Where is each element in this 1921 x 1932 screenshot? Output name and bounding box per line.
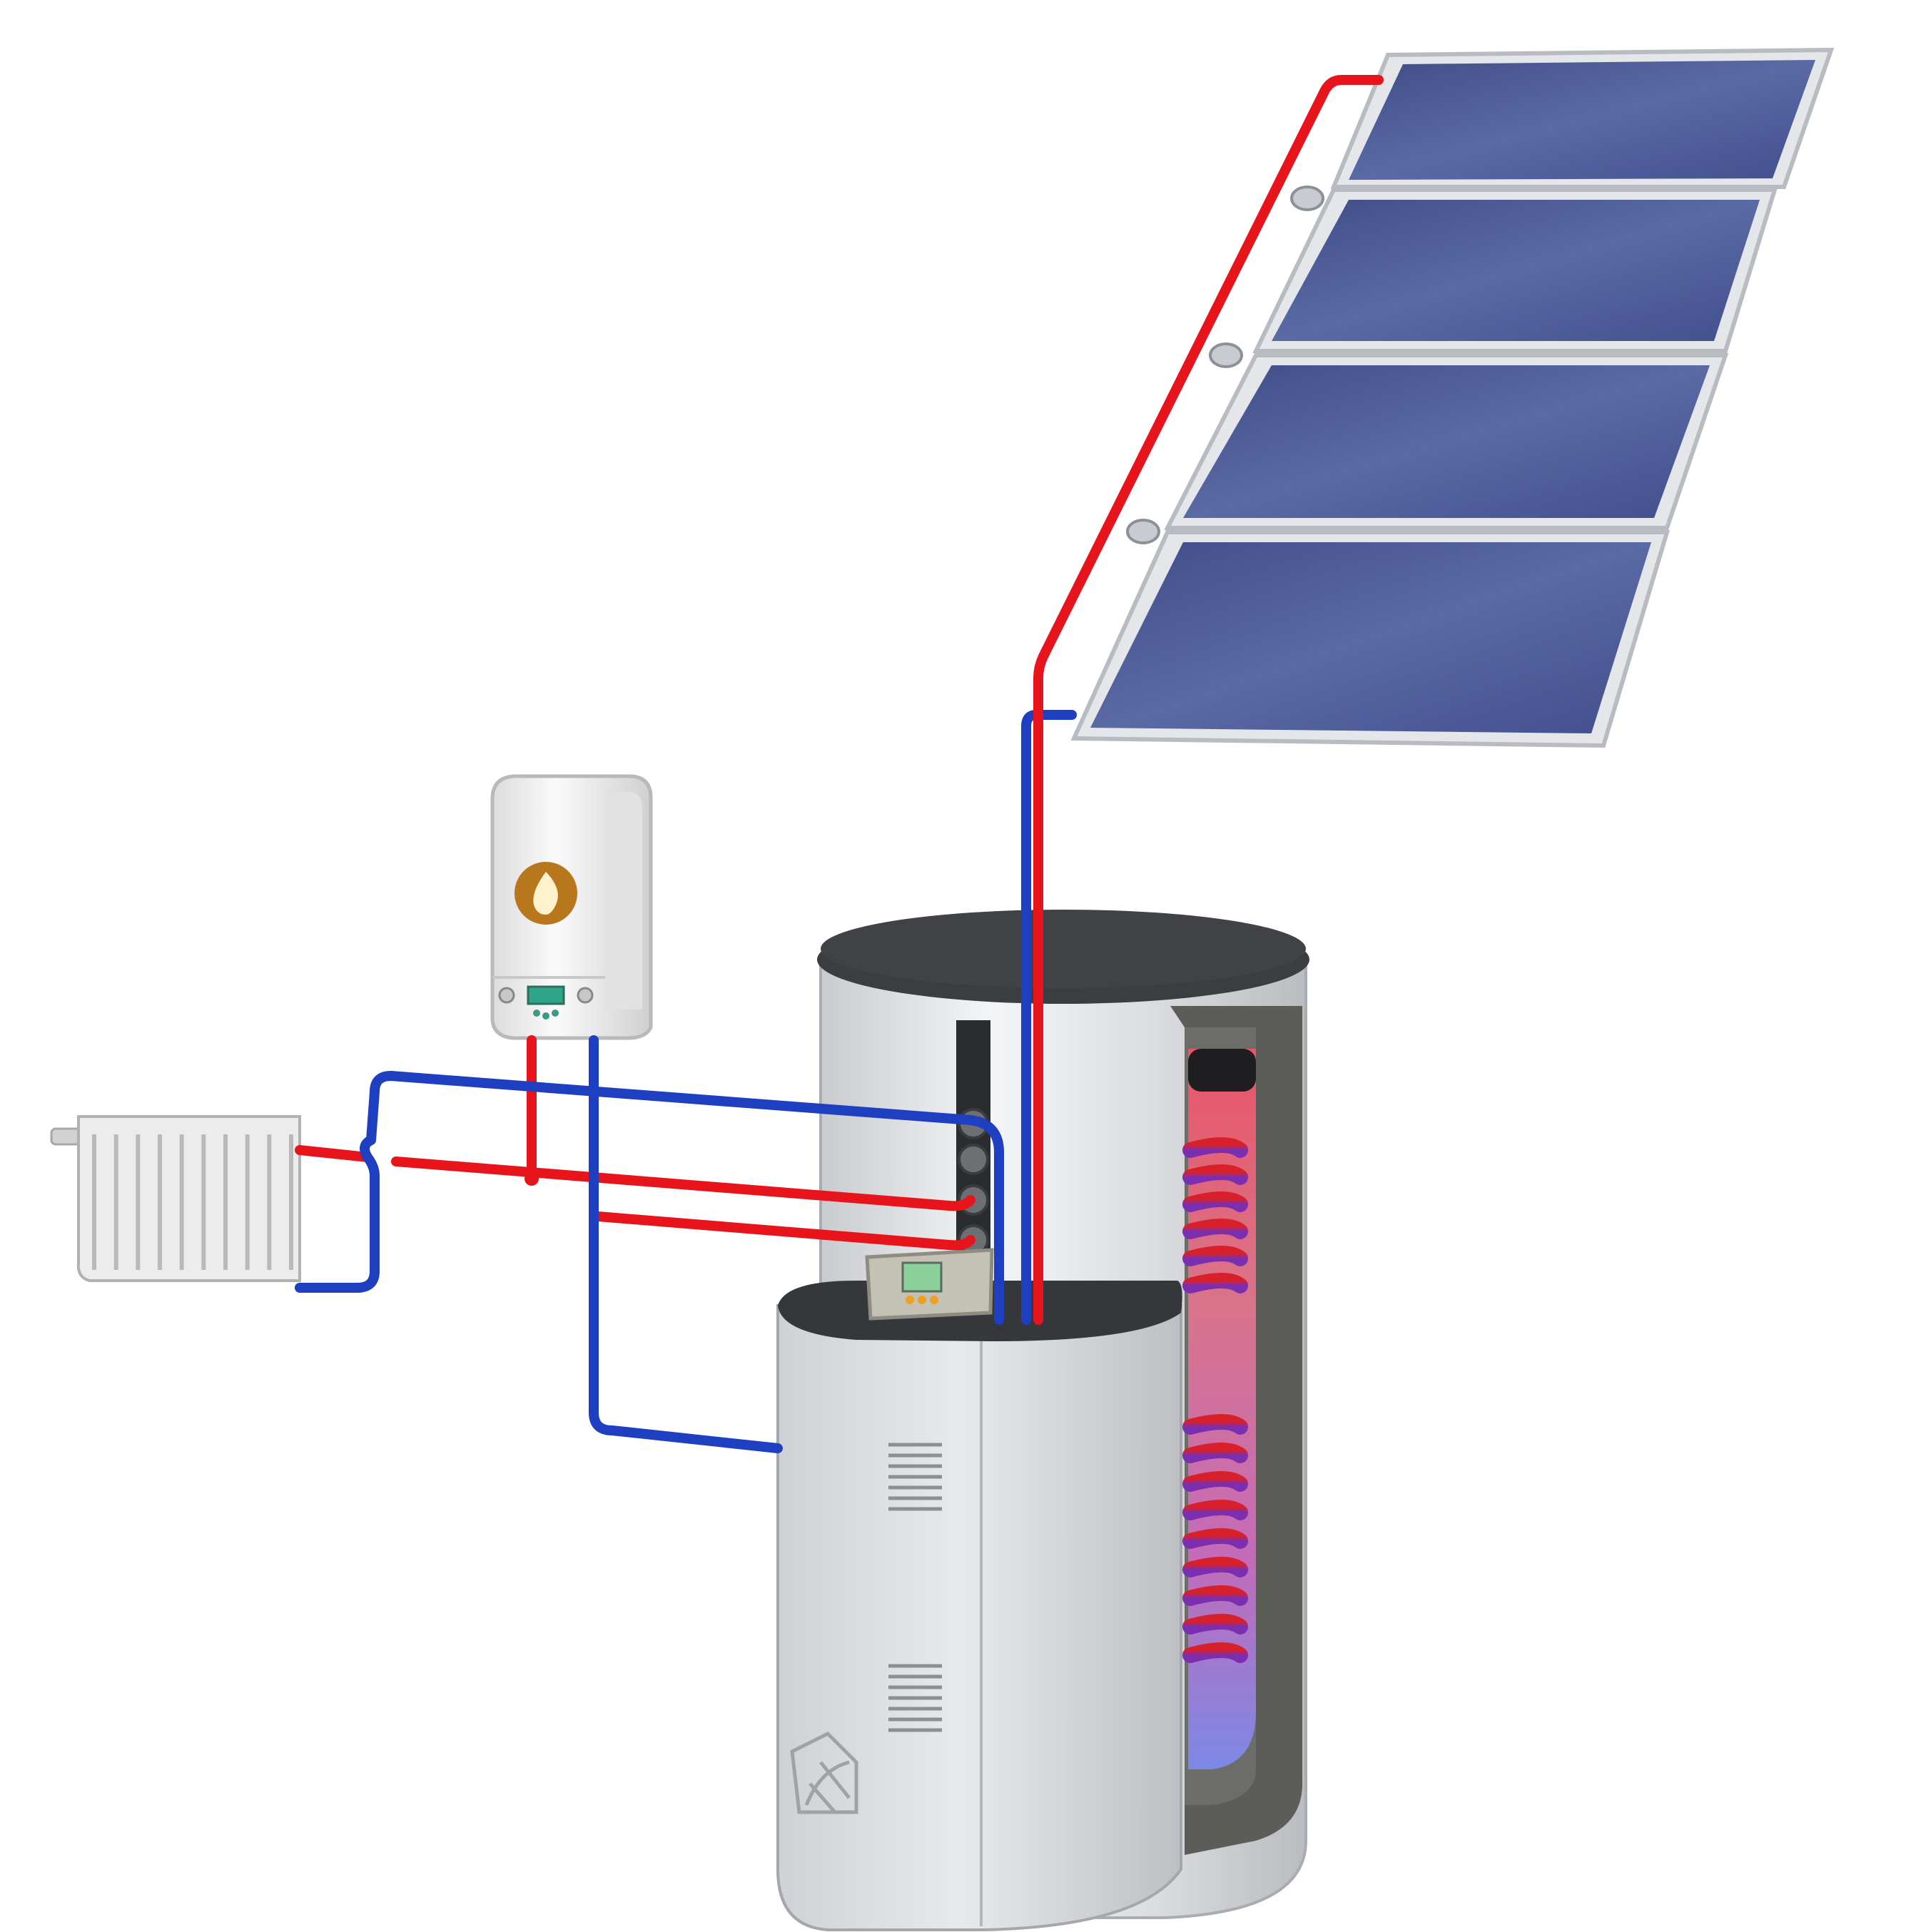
boiler-secondary-flow-pipe — [593, 1211, 975, 1251]
radiator — [50, 1115, 301, 1282]
panel-connector — [1209, 342, 1243, 368]
heat-exchanger-coils — [1182, 1137, 1248, 1663]
boiler-display — [527, 985, 565, 1005]
boiler-knob[interactable] — [498, 987, 515, 1004]
sun-logo — [790, 1731, 858, 1814]
tank-port — [958, 1144, 989, 1175]
boiler-buttons[interactable] — [533, 1010, 559, 1020]
boiler-return-pipe — [589, 1035, 783, 1453]
solar-controller[interactable] — [865, 1248, 994, 1321]
solar-collector-panel — [1252, 188, 1778, 353]
gas-boiler — [490, 774, 653, 1040]
solar-collector-panel — [1164, 353, 1729, 530]
panel-connector — [1290, 185, 1324, 211]
radiator-fins — [92, 1134, 293, 1270]
boiler-knob[interactable] — [577, 987, 594, 1004]
tank-water-chamber — [1188, 1049, 1256, 1769]
controller-buttons[interactable] — [906, 1296, 938, 1304]
pipe-junction — [524, 1171, 539, 1186]
vent-grille — [888, 1664, 942, 1732]
upper-coil — [1182, 1137, 1248, 1293]
lower-coil — [1182, 1414, 1248, 1663]
pipework — [295, 75, 1384, 1453]
solar-collector-panel — [1070, 530, 1671, 748]
vent-grille — [888, 1443, 942, 1511]
base-unit — [776, 1281, 1182, 1931]
solar-flow-pipe — [1033, 75, 1384, 1325]
solar-collector-array — [1070, 47, 1835, 748]
solar-collector-panel — [1330, 47, 1835, 189]
radiator-return-pipe — [295, 1071, 1004, 1325]
radiator-flow-pipe — [295, 1145, 975, 1211]
controller-display — [901, 1261, 943, 1293]
panel-connector — [1126, 519, 1160, 544]
